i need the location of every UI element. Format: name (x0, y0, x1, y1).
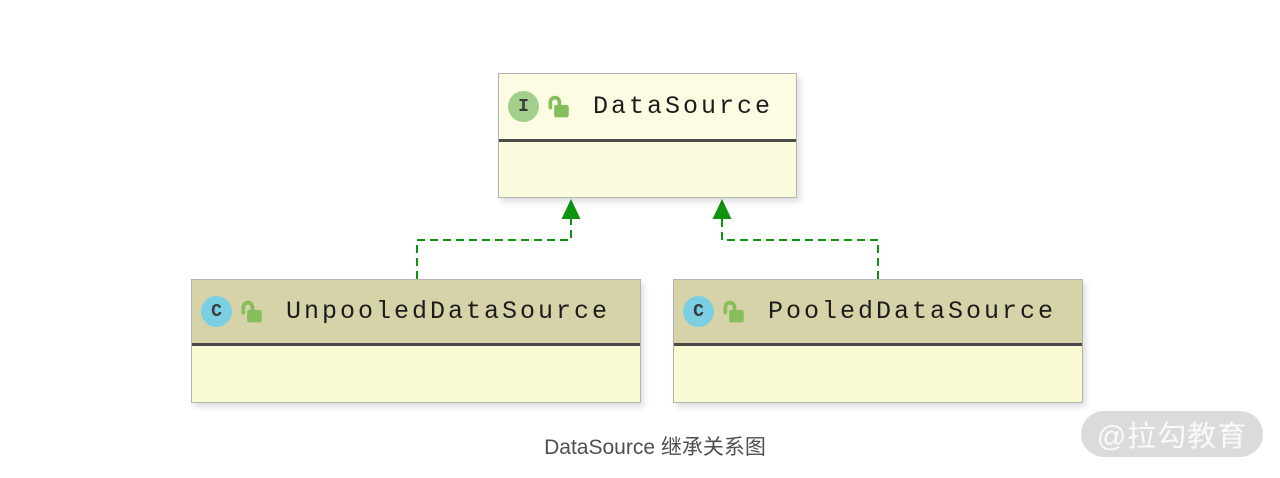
node-unpooleddatasource-members (192, 346, 640, 402)
node-name-datasource: DataSource (593, 92, 774, 121)
unlock-icon (723, 300, 744, 323)
class-icon: C (683, 296, 714, 327)
node-name-unpooleddatasource: UnpooledDataSource (286, 297, 611, 326)
node-separator (674, 343, 1082, 346)
implements-arrow-pooled (712, 199, 879, 279)
node-pooleddatasource-header: C PooledDataSource (674, 280, 1082, 343)
class-icon: C (201, 296, 232, 327)
node-separator (499, 139, 796, 142)
node-datasource-header: I DataSource (499, 74, 796, 139)
node-separator (192, 343, 640, 346)
implements-arrow-unpooled (416, 199, 581, 279)
node-pooleddatasource-members (674, 346, 1082, 402)
diagram-caption: DataSource 继承关系图 (544, 436, 766, 459)
node-unpooleddatasource-header: C UnpooledDataSource (192, 280, 640, 343)
node-name-pooleddatasource: PooledDataSource (768, 297, 1057, 326)
interface-icon: I (508, 91, 539, 122)
watermark-text: @拉勾教育 (1096, 421, 1248, 453)
node-pooleddatasource[interactable]: C PooledDataSource (673, 279, 1083, 403)
node-datasource[interactable]: I DataSource (498, 73, 797, 198)
node-unpooleddatasource[interactable]: C UnpooledDataSource (191, 279, 641, 403)
node-datasource-members (499, 142, 796, 197)
unlock-icon (548, 95, 569, 118)
unlock-icon (241, 300, 262, 323)
watermark-badge: @拉勾教育 (1081, 411, 1263, 457)
